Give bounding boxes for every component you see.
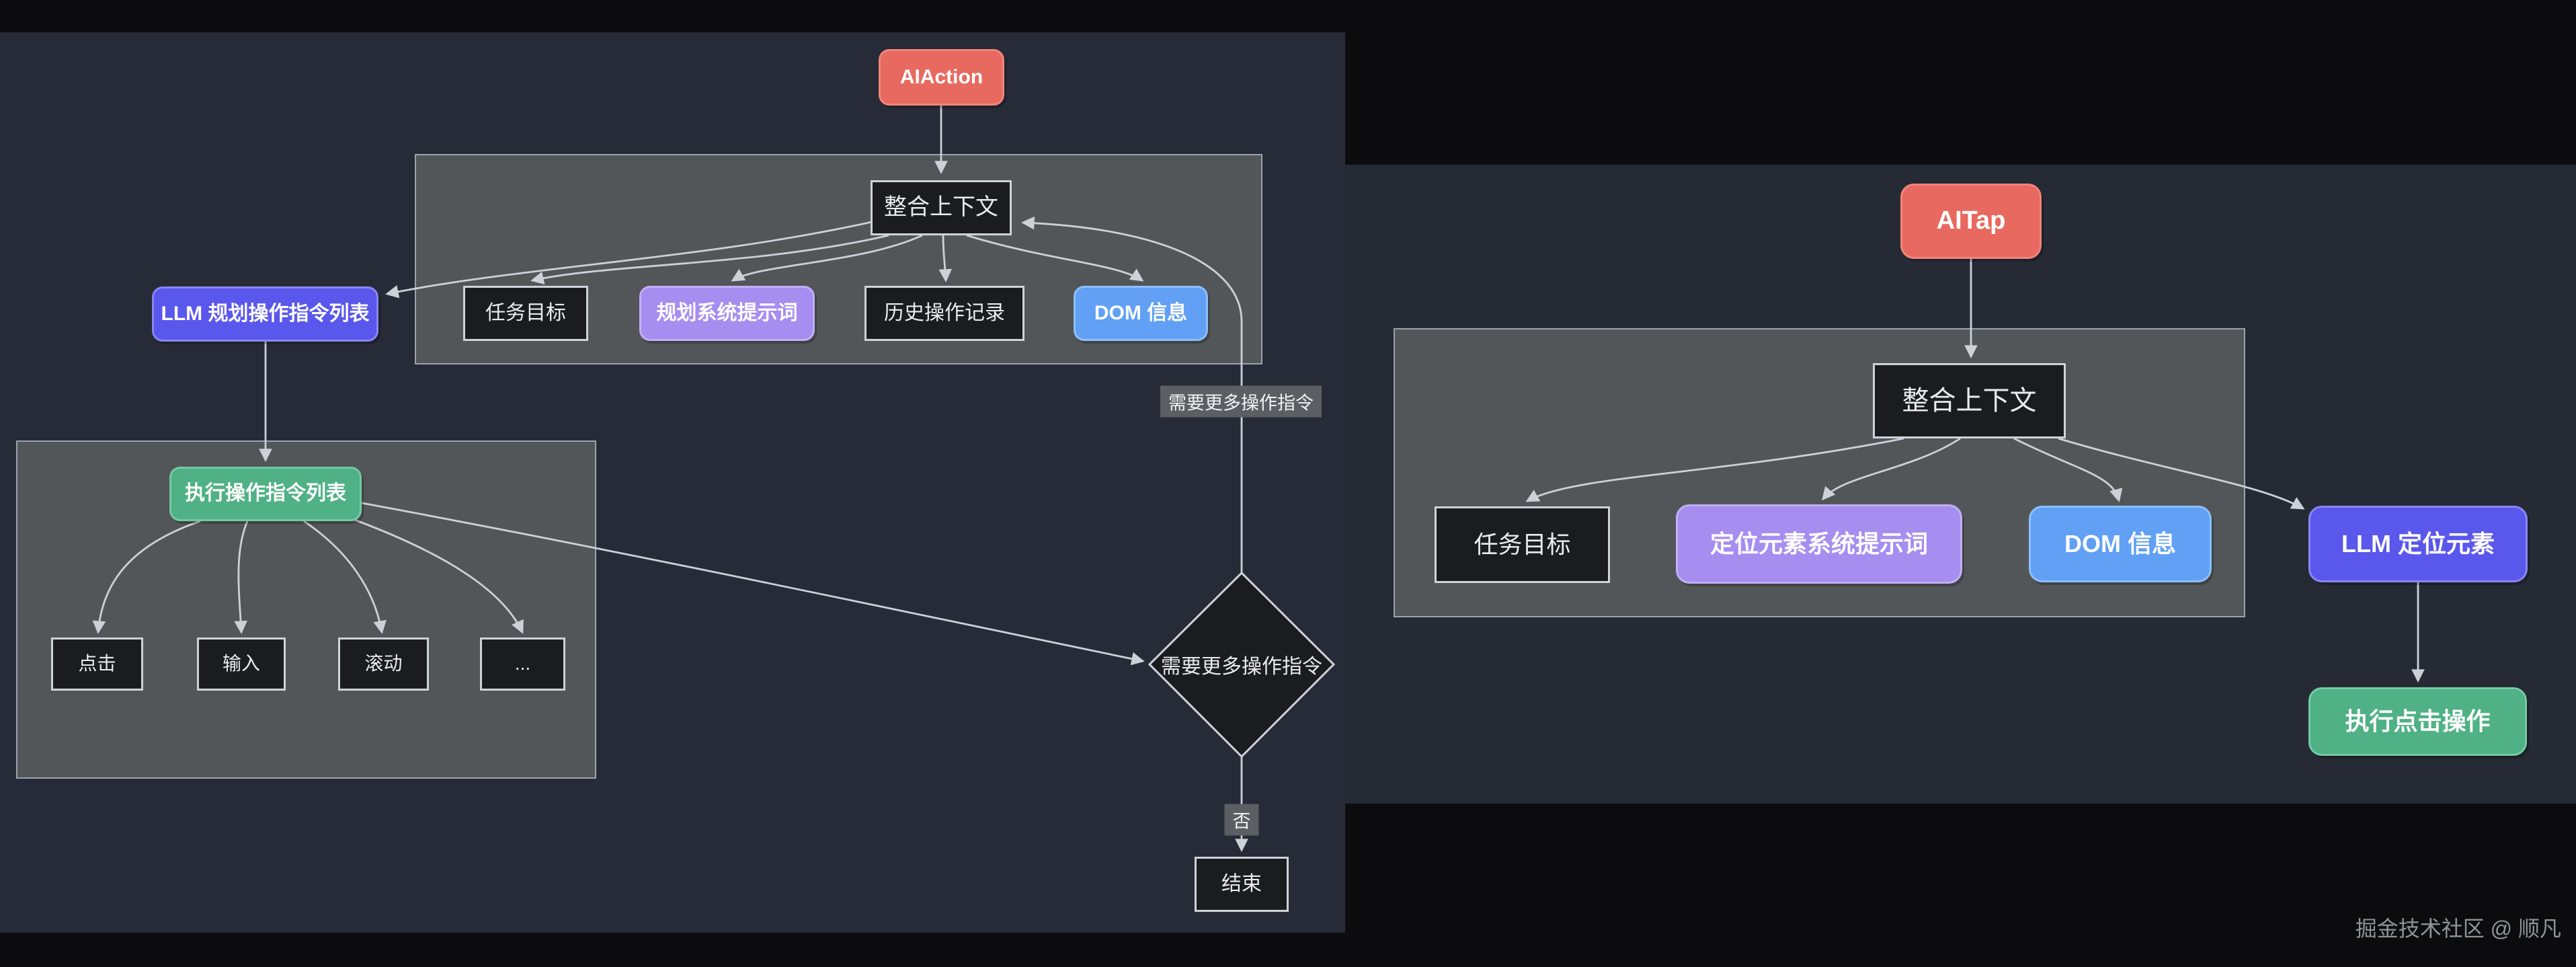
node-merge-context: 整合上下文 (871, 180, 1012, 235)
node-task-goal-r: 任务目标 (1435, 506, 1610, 583)
watermark-credit: 掘金技术社区 @ 顺凡 (2355, 917, 2561, 941)
edge-merge-to-task-goal-r (1525, 437, 1904, 502)
node-merge-context-r: 整合上下文 (1873, 363, 2066, 438)
decision-diamond-shape (1148, 571, 1336, 759)
edge-exec-to-decision (361, 502, 1145, 666)
node-dom-info: DOM 信息 (1074, 286, 1208, 341)
edge-merge-to-dom (966, 234, 1144, 282)
edge-exec-to-input (234, 520, 249, 634)
node-scroll: 滚动 (338, 637, 429, 691)
edge-exec-to-click (92, 520, 201, 634)
node-input: 输入 (197, 637, 286, 691)
node-end: 结束 (1195, 857, 1289, 912)
edge-merge-to-plan-prompt (731, 234, 923, 282)
edge-exec-to-scroll (303, 520, 387, 634)
edge-merge-to-llm-plan (385, 221, 873, 299)
edge-merge-to-task-goal (530, 234, 889, 284)
node-exec-list: 执行操作指令列表 (169, 467, 362, 521)
node-aitap: AITap (1900, 184, 2042, 259)
node-more-actions: ... (480, 637, 565, 691)
edge-label-no: 否 (1224, 804, 1259, 836)
node-dom-info-r: DOM 信息 (2029, 506, 2212, 582)
node-llm-locate: LLM 定位元素 (2308, 506, 2528, 582)
edge-merge-to-locate-prompt (1822, 437, 1961, 501)
edge-merge-to-llm-locate (2058, 437, 2305, 510)
edge-label-need-more: 需要更多操作指令 (1160, 385, 1322, 418)
node-llm-plan-list: LLM 规划操作指令列表 (152, 286, 378, 342)
decision-diamond-label: 需要更多操作指令 (1161, 656, 1322, 678)
node-history-log: 历史操作记录 (864, 286, 1024, 341)
node-task-goal: 任务目标 (463, 286, 588, 341)
edge-exec-to-more (345, 515, 524, 634)
edge-decision-loop-to-merge (1021, 216, 1243, 573)
edge-merge-to-history (938, 235, 952, 282)
node-locate-prompt: 定位元素系统提示词 (1676, 504, 1962, 584)
edge-merge-to-dom-r (2013, 437, 2123, 502)
node-click: 点击 (51, 637, 143, 691)
node-aiaction: AIAction (879, 49, 1004, 106)
node-plan-prompt: 规划系统提示词 (639, 286, 815, 341)
node-exec-click: 执行点击操作 (2308, 687, 2527, 756)
